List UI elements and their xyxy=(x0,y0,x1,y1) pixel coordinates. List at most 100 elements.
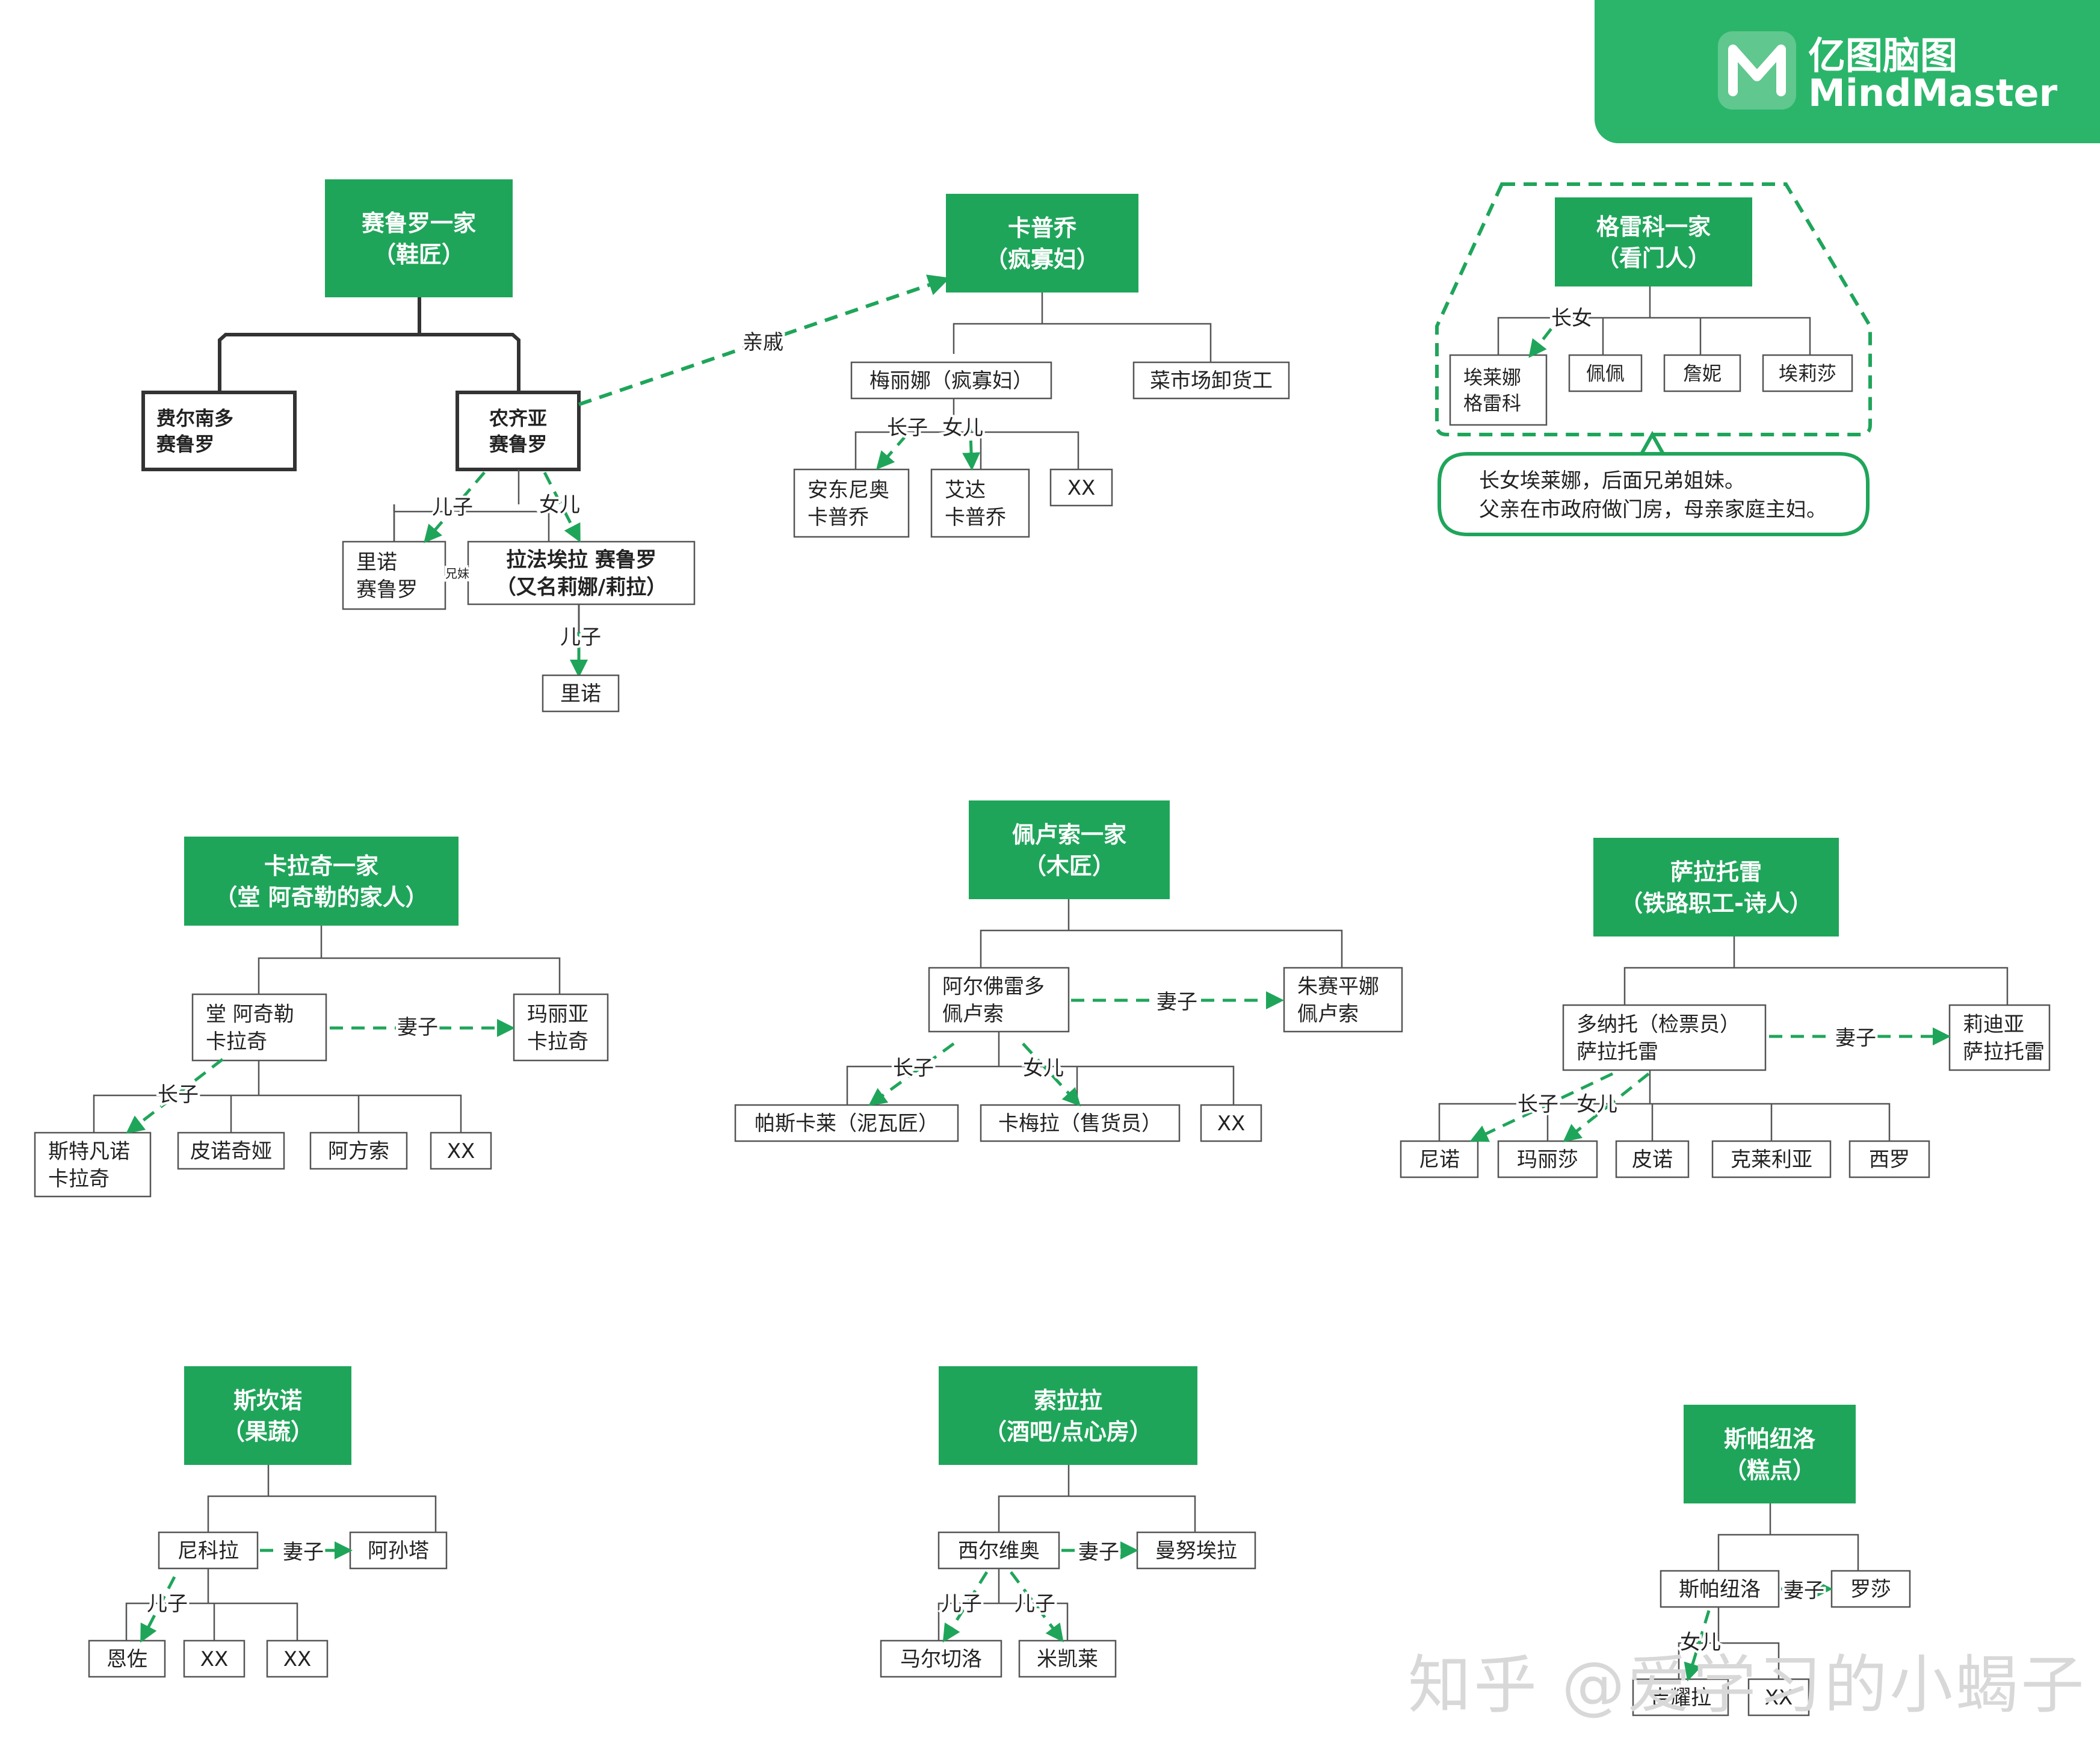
connector-line xyxy=(1438,1103,1891,1141)
family-title-line-solara-0: 索拉拉 xyxy=(1034,1387,1102,1414)
connector-line xyxy=(1717,1534,1859,1571)
member-box-rosa xyxy=(1830,1570,1911,1608)
member-name-lila-1: （又名莉娜/莉拉） xyxy=(496,575,667,599)
member-name-rosa-0: 罗莎 xyxy=(1850,1577,1891,1602)
relation-label-sarratore-1: 长子 xyxy=(1518,1092,1558,1116)
member-name-silvio-0: 西尔维奥 xyxy=(958,1539,1040,1563)
son-arrow xyxy=(140,1576,176,1643)
member-name-gigliola-0: 吉耀拉 xyxy=(1650,1686,1711,1710)
relation-label-peluso-1: 长子 xyxy=(893,1056,934,1080)
member-name-xx6-0: XX xyxy=(1765,1686,1793,1710)
member-name-fernando-0: 费尔南多 xyxy=(156,407,233,430)
member-box-xx1 xyxy=(1049,468,1113,507)
connector-line xyxy=(258,957,561,994)
member-name-manuela-0: 曼努埃拉 xyxy=(1155,1539,1237,1563)
member-box-silvio xyxy=(937,1531,1060,1570)
member-box-gigliola xyxy=(1632,1678,1729,1716)
member-box-alfonso xyxy=(309,1131,408,1170)
member-box-porter xyxy=(1132,361,1290,400)
member-name-elena-1: 格雷科 xyxy=(1463,392,1521,415)
member-name-antonio-0: 安东尼奥 xyxy=(808,478,889,502)
son-arrow xyxy=(1469,1072,1614,1142)
member-name-giuseppina-0: 朱赛平娜 xyxy=(1297,974,1379,998)
son-arrow xyxy=(424,471,486,543)
relation-label-solara-2: 儿子 xyxy=(1014,1592,1055,1616)
member-name-xx2-0: XX xyxy=(447,1139,475,1163)
member-box-donato xyxy=(1562,1004,1767,1071)
member-name-rino-1: 赛鲁罗 xyxy=(356,578,418,602)
family-title-scanno xyxy=(184,1366,351,1465)
member-box-pinuccia xyxy=(177,1131,285,1170)
member-box-marcello xyxy=(880,1639,1002,1678)
relation-label-peluso-0: 妻子 xyxy=(1157,990,1197,1014)
member-box-lidia xyxy=(1948,1004,2051,1071)
member-name-lidia-0: 莉迪亚 xyxy=(1963,1012,2024,1036)
member-name-michele-0: 米凯莱 xyxy=(1037,1647,1098,1671)
member-box-melina xyxy=(850,361,1052,400)
member-name-xx1-0: XX xyxy=(1067,476,1096,500)
member-name-carmela-0: 卡梅拉（售货员） xyxy=(998,1112,1162,1136)
relation-label-solara-0: 妻子 xyxy=(1078,1540,1119,1564)
relation-label-carracci-1: 长子 xyxy=(158,1083,199,1107)
member-name-lidia-1: 萨拉托雷 xyxy=(1963,1040,2045,1064)
member-box-pasquale xyxy=(734,1104,959,1142)
member-name-pasquale-0: 帕斯卡莱（泥瓦匠） xyxy=(755,1112,939,1136)
greco-note-line-0: 长女埃莱娜，后面兄弟姐妹。 xyxy=(1479,469,1745,493)
greco-group-frame xyxy=(1435,182,1872,436)
relation-label-serrullo-3: 儿子 xyxy=(560,625,601,649)
member-name-alfonso-0: 阿方索 xyxy=(328,1139,389,1163)
member-box-enzo xyxy=(88,1639,166,1678)
family-title-cappuccio xyxy=(946,194,1138,293)
family-title-line-spagnuolo-0: 斯帕纽洛 xyxy=(1724,1426,1816,1452)
member-box-xx4 xyxy=(183,1639,246,1678)
member-box-stefano xyxy=(34,1131,152,1198)
family-title-line-scanno-1: （果蔬） xyxy=(222,1419,313,1445)
family-title-line-spagnuolo-1: （糕点） xyxy=(1724,1457,1815,1484)
member-name-fernando-1: 赛鲁罗 xyxy=(156,433,214,456)
family-title-carracci xyxy=(184,837,459,926)
member-name-xx5-0: XX xyxy=(283,1647,312,1671)
member-name-nunzia-0: 农齐亚 xyxy=(489,407,547,430)
member-box-pino xyxy=(1615,1140,1690,1178)
member-name-ada-1: 卡普乔 xyxy=(945,506,1006,530)
family-title-line-peluso-0: 佩卢索一家 xyxy=(1012,822,1126,848)
member-box-gianni xyxy=(1663,354,1741,392)
member-name-alfredo-0: 阿尔佛雷多 xyxy=(942,974,1045,998)
member-box-nicola xyxy=(158,1531,259,1570)
member-box-xx6 xyxy=(1747,1678,1810,1716)
connector-line xyxy=(218,333,520,392)
member-name-rino-0: 里诺 xyxy=(356,550,397,574)
member-box-elena xyxy=(1449,354,1548,426)
son-arrow xyxy=(1010,1571,1064,1642)
member-name-maria-1: 卡拉奇 xyxy=(527,1030,588,1054)
daughter-arrow xyxy=(1684,1610,1711,1682)
connector-line xyxy=(953,323,1212,362)
relation-label-scanno-1: 儿子 xyxy=(147,1592,188,1616)
family-title-peluso xyxy=(969,800,1170,899)
son-arrow xyxy=(126,1058,224,1134)
member-box-marisa xyxy=(1497,1140,1598,1178)
member-box-michele xyxy=(1018,1639,1117,1678)
member-name-xx4-0: XX xyxy=(200,1647,229,1671)
member-box-alfredo xyxy=(928,967,1070,1033)
member-name-nino-0: 尼诺 xyxy=(1419,1148,1460,1172)
daughter-arrow xyxy=(543,471,581,543)
son-arrow xyxy=(942,1571,989,1643)
daughter-arrow xyxy=(1563,1073,1650,1142)
member-box-giuseppina xyxy=(1283,967,1403,1033)
member-box-lila xyxy=(467,540,696,605)
member-name-alfredo-1: 佩卢索 xyxy=(942,1002,1004,1026)
member-name-enzo-0: 恩佐 xyxy=(107,1647,147,1671)
relation-label-carracci-0: 妻子 xyxy=(397,1015,438,1039)
family-title-greco xyxy=(1555,197,1752,286)
daughter-arrow xyxy=(962,418,981,471)
member-name-marcello-0: 马尔切洛 xyxy=(900,1647,982,1671)
connector-line xyxy=(1497,317,1811,355)
connector-line xyxy=(1623,967,2009,1005)
family-title-line-peluso-1: （木匠） xyxy=(1024,853,1115,879)
connector-line xyxy=(854,431,1079,469)
member-box-carmela xyxy=(980,1104,1181,1142)
connector-line xyxy=(93,1094,462,1133)
